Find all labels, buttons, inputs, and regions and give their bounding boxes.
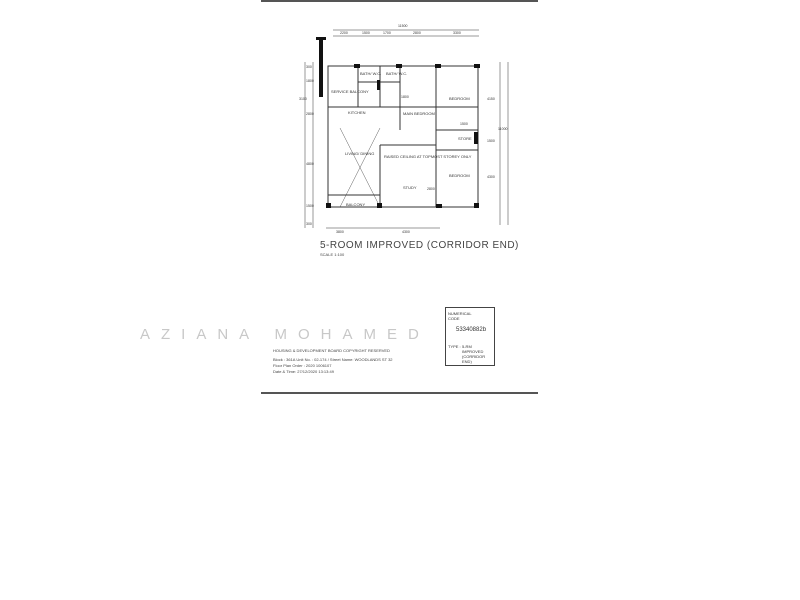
dim-inner-2: 2800	[427, 187, 435, 191]
dim-right-3: 4300	[487, 175, 495, 179]
dim-top-5: 3300	[453, 31, 461, 35]
dim-bottom-1: 3800	[336, 230, 344, 234]
dim-left-5: 4800	[306, 162, 314, 166]
dim-right-4: 11000	[498, 127, 508, 131]
dim-right-1: 4150	[487, 97, 495, 101]
dim-left-1: 300	[306, 65, 312, 69]
plan-title: 5-ROOM IMPROVED (CORRIDOR END)	[320, 240, 519, 251]
dim-inner-3: 1500	[460, 122, 468, 126]
dim-left-6: 1500	[306, 204, 314, 208]
dim-inner-1: 1800	[401, 95, 409, 99]
room-bath-2: BATH/ W.C.	[386, 71, 407, 76]
dim-top-3: 1700	[383, 31, 391, 35]
room-bedroom-1: BEDROOM	[449, 96, 470, 101]
type-value: 5-RM IMPROVED (CORRIDOR END)	[462, 344, 486, 364]
dim-total: 11500	[398, 24, 408, 28]
bottom-rule	[261, 392, 538, 394]
dim-left-7: 300	[306, 222, 312, 226]
columns	[316, 37, 480, 208]
room-service-balcony: SERVICE BALCONY	[331, 89, 369, 94]
room-balcony: BALCONY	[346, 202, 365, 207]
room-main-bedroom: MAIN BEDROOM	[403, 111, 435, 116]
plan-scale: SCALE 1:100	[320, 252, 345, 257]
dim-top-4: 2800	[413, 31, 421, 35]
block-unit-street: Block : 361A Unit No. : 02-174 / Street …	[273, 357, 393, 362]
copyright-text: HOUSING & DEVELOPMENT BOARD COPYRIGHT RE…	[273, 348, 390, 353]
room-living-dining: LIVING/ DINING	[345, 151, 374, 156]
room-store: STORE	[458, 136, 472, 141]
dim-right-2: 1500	[487, 139, 495, 143]
room-bath-1: BATH/ W.C.	[360, 71, 381, 76]
room-kitchen: KITCHEN	[348, 110, 366, 115]
room-bedroom-2: BEDROOM	[449, 173, 470, 178]
room-labels: SERVICE BALCONY BATH/ W.C. BATH/ W.C. BE…	[331, 71, 472, 207]
date-time: Date & Time: 27/12/2020 13:13:49	[273, 369, 334, 374]
code-label: NUMERICAL CODE	[448, 311, 472, 321]
type-label: TYPE :	[448, 344, 461, 349]
room-study: STUDY	[403, 185, 417, 190]
top-rule	[261, 0, 538, 2]
watermark: AZIANA MOHAMED	[140, 326, 430, 343]
numerical-code: 53340882b	[456, 327, 487, 333]
top-dimensions: 11500 2200 1500 1700 2800 3300 3800 4300…	[299, 24, 508, 234]
dimension-lines	[304, 29, 509, 229]
dim-top-1: 2200	[340, 31, 348, 35]
dim-left-4: 2800	[306, 112, 314, 116]
note-raised-ceiling: RAISED CEILING AT TOPMOST STOREY ONLY	[384, 154, 472, 159]
dim-left-2: 1800	[306, 79, 314, 83]
floor-plan-order: Floor Plan Order : 2020 1006107	[273, 363, 332, 368]
dim-left-3: 3100	[299, 97, 307, 101]
numerical-code-box: NUMERICAL CODE 53340882b TYPE : 5-RM IMP…	[445, 307, 495, 366]
dim-bottom-2: 4300	[402, 230, 410, 234]
dim-top-2: 1500	[362, 31, 370, 35]
